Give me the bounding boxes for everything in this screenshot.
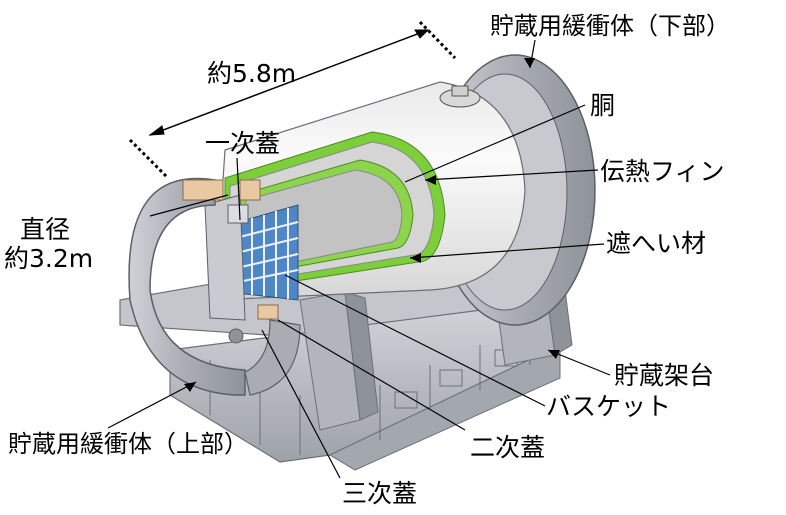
label-length: 約5.8m xyxy=(207,59,297,88)
lids xyxy=(204,179,279,321)
label-shield: 遮へい材 xyxy=(606,229,707,258)
label-secondary-lid: 二次蓋 xyxy=(470,433,546,462)
shock-absorber-upper xyxy=(128,177,301,396)
label-diameter-1: 直径 xyxy=(20,215,71,244)
dimension-lines xyxy=(128,20,457,180)
label-shock-absorber-lower: 貯蔵用緩衝体（下部） xyxy=(490,12,730,40)
label-body: 胴 xyxy=(590,91,616,120)
label-tertiary-lid: 三次蓋 xyxy=(342,479,418,508)
label-diameter-2: 約3.2m xyxy=(4,244,94,273)
label-shock-absorber-upper: 貯蔵用緩衝体（上部） xyxy=(8,430,248,458)
label-stand: 貯蔵架台 xyxy=(614,361,715,390)
label-primary-lid: 一次蓋 xyxy=(205,129,281,158)
label-fins: 伝熱フィン xyxy=(600,157,725,186)
label-basket: バスケット xyxy=(546,392,672,421)
leader-lines xyxy=(107,39,611,479)
